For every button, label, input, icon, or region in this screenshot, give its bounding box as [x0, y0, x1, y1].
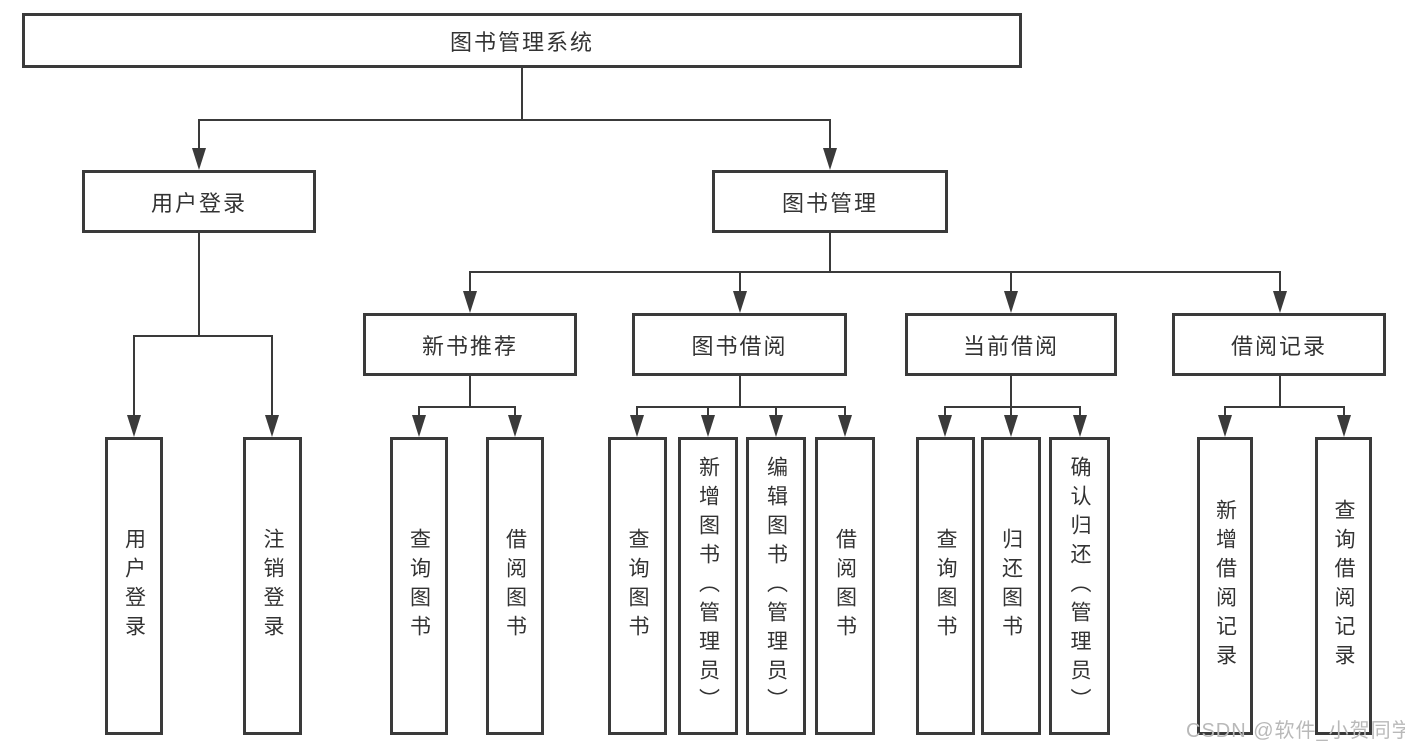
node-library-management-system: 图书管理系统 — [22, 13, 1022, 68]
connector-stem-book-mgmt — [829, 119, 831, 151]
arrow-down-icon — [769, 415, 783, 437]
node-add-borrow-record-leaf: 新增借阅记录 — [1197, 437, 1253, 735]
connector-stem-leaf — [944, 406, 946, 418]
arrow-down-icon — [701, 415, 715, 437]
connector-stem-leaf — [133, 335, 135, 417]
arrow-down-icon — [838, 415, 852, 437]
arrow-down-icon — [938, 415, 952, 437]
connector-group-rail — [418, 406, 516, 408]
node-confirm-return-admin-leaf: 确认归还（管理员） — [1049, 437, 1110, 735]
connector-group-rail — [1224, 406, 1345, 408]
arrow-down-icon — [1004, 415, 1018, 437]
connector-group-stub — [1279, 376, 1281, 408]
connector-stem-leaf — [418, 406, 420, 418]
node-edit-books-admin-leaf: 编辑图书（管理员） — [746, 437, 806, 735]
arrow-down-icon — [412, 415, 426, 437]
connector-stem-borrow-records — [1279, 271, 1281, 293]
arrow-down-icon — [733, 291, 747, 313]
node-query-borrow-record-leaf: 查询借阅记录 — [1315, 437, 1372, 735]
connector-stem-leaf — [1010, 406, 1012, 418]
node-book-borrowing: 图书借阅 — [632, 313, 847, 376]
connector-stem-current-borrow — [1010, 271, 1012, 293]
arrow-down-icon — [463, 291, 477, 313]
connector-group-rail — [636, 406, 846, 408]
connector-stem-leaf — [775, 406, 777, 418]
connector-stem-leaf — [1343, 406, 1345, 418]
node-query-books-leaf: 查询图书 — [608, 437, 667, 735]
connector-stem-new-books — [469, 271, 471, 293]
connector-stem-leaf — [844, 406, 846, 418]
arrow-down-icon — [265, 415, 279, 437]
arrow-down-icon — [127, 415, 141, 437]
arrow-down-icon — [508, 415, 522, 437]
arrow-down-icon — [1218, 415, 1232, 437]
arrow-down-icon — [1337, 415, 1351, 437]
node-new-book-recommendation: 新书推荐 — [363, 313, 577, 376]
connector-group-stub — [739, 376, 741, 408]
node-borrowing-records: 借阅记录 — [1172, 313, 1386, 376]
node-borrow-books-leaf: 借阅图书 — [815, 437, 875, 735]
connector-stem-user-login — [198, 119, 200, 151]
node-logout-leaf: 注销登录 — [243, 437, 302, 735]
node-book-management-branch: 图书管理 — [712, 170, 948, 233]
connector-stem-leaf — [271, 335, 273, 417]
connector-stem-leaf — [1224, 406, 1226, 418]
node-user-login-branch: 用户登录 — [82, 170, 316, 233]
node-current-borrowing: 当前借阅 — [905, 313, 1117, 376]
connector-stem-leaf — [707, 406, 709, 418]
arrow-down-icon — [1273, 291, 1287, 313]
connector-group-stub — [1010, 376, 1012, 408]
node-query-books-leaf: 查询图书 — [390, 437, 448, 735]
connector-level3-rail — [469, 271, 1281, 273]
connector-user-login-stub — [198, 233, 200, 337]
node-return-books-leaf: 归还图书 — [981, 437, 1041, 735]
connector-level2-rail — [198, 119, 831, 121]
node-query-books-leaf: 查询图书 — [916, 437, 975, 735]
connector-user-login-rail — [133, 335, 273, 337]
node-add-books-admin-leaf: 新增图书（管理员） — [678, 437, 738, 735]
csdn-watermark: CSDN @软件_小贺同学 — [1186, 720, 1405, 742]
arrow-down-icon — [630, 415, 644, 437]
connector-stem-book-borrow — [739, 271, 741, 293]
arrow-down-icon — [823, 148, 837, 170]
connector-root-stub — [521, 68, 523, 120]
connector-group-rail — [944, 406, 1081, 408]
connector-stem-leaf — [636, 406, 638, 418]
arrow-down-icon — [1073, 415, 1087, 437]
connector-group-stub — [469, 376, 471, 408]
arrow-down-icon — [192, 148, 206, 170]
connector-stem-leaf — [514, 406, 516, 418]
connector-book-mgmt-stub — [829, 233, 831, 273]
node-borrow-books-leaf: 借阅图书 — [486, 437, 544, 735]
arrow-down-icon — [1004, 291, 1018, 313]
node-user-login-leaf: 用户登录 — [105, 437, 163, 735]
connector-stem-leaf — [1079, 406, 1081, 418]
